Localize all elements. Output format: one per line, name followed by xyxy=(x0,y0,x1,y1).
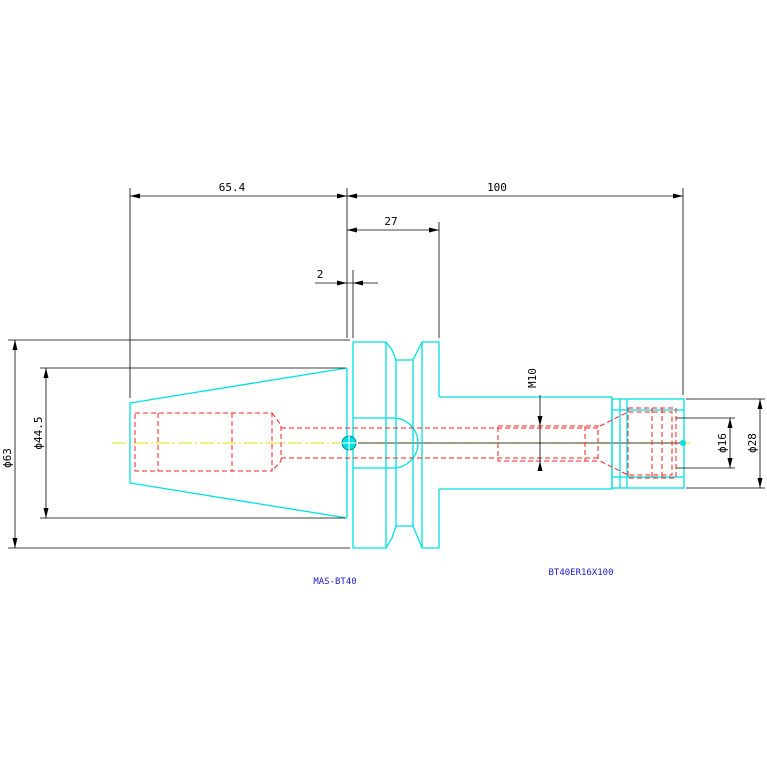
arrow-65-left xyxy=(130,193,140,199)
arrow-m10-bottom xyxy=(537,461,543,471)
center-marker-right xyxy=(680,440,686,446)
arrow-m10-top xyxy=(537,416,543,426)
arrow-phi44-bottom xyxy=(43,508,49,518)
taper-cone xyxy=(129,367,348,519)
drive-slot xyxy=(353,417,419,469)
taper-bore xyxy=(134,412,273,472)
hidden-lines xyxy=(134,407,677,479)
arrow-phi28-top xyxy=(757,399,763,409)
arrow-phi63-top xyxy=(12,340,18,350)
collet-cone xyxy=(599,411,673,476)
part-label-right: BT40ER16X100 xyxy=(548,568,613,578)
dim-m10-text: M10 xyxy=(526,368,539,388)
flange-bottom xyxy=(352,489,440,549)
dim-2-text: 2 xyxy=(317,268,324,281)
thread-bore xyxy=(497,425,599,462)
flange-top xyxy=(352,341,440,397)
arrow-100-left xyxy=(347,193,357,199)
dim-100-text: 100 xyxy=(487,181,507,194)
dim-phi28-text: ϕ28 xyxy=(746,433,759,453)
arrowheads xyxy=(12,193,763,548)
arrow-27-right xyxy=(429,227,439,233)
arrow-2-right xyxy=(353,280,363,286)
arrow-phi63-bottom xyxy=(12,538,18,548)
arrow-phi16-top xyxy=(727,418,733,428)
arrow-phi16-bottom xyxy=(727,458,733,468)
dim-phi16-text: ϕ16 xyxy=(716,433,729,453)
arrow-2-left xyxy=(337,280,347,286)
taper-bore-tip xyxy=(271,412,282,472)
arrow-100-right xyxy=(673,193,683,199)
arrow-phi44-top xyxy=(43,368,49,378)
dim-phi44-5-text: ϕ44.5 xyxy=(32,416,45,449)
arrow-65-right xyxy=(337,193,347,199)
dim-65-4-text: 65.4 xyxy=(219,181,246,194)
dim-phi63-text: ϕ63 xyxy=(1,448,14,468)
arrow-phi28-bottom xyxy=(757,478,763,488)
part-label-left: MAS-BT40 xyxy=(313,577,356,587)
arrow-27-left xyxy=(347,227,357,233)
dim-27-text: 27 xyxy=(384,215,397,228)
